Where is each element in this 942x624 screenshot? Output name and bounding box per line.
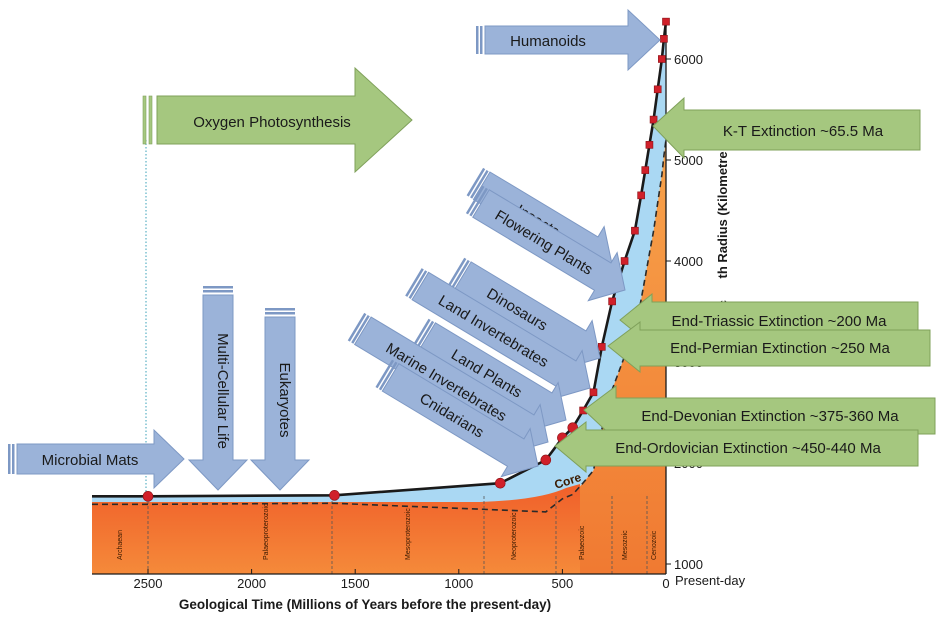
data-marker-square	[631, 226, 639, 235]
end-permian-arrow: End-Permian Extinction ~250 Ma	[607, 321, 931, 374]
x-tick-label: 1500	[341, 576, 370, 591]
data-marker-circle	[329, 490, 340, 501]
data-marker-circle	[540, 454, 552, 466]
humanoids-label: Humanoids	[510, 33, 586, 50]
axes	[92, 20, 667, 575]
end-ordovician-label: End-Ordovician Extinction ~450-440 Ma	[615, 440, 881, 457]
x-tick-label: 2500	[134, 576, 163, 591]
era-label: Neoproterozoic	[511, 512, 518, 560]
eukaryotes-arrow: Eukaryotes	[249, 308, 311, 491]
x-tick-label: 1000	[444, 576, 473, 591]
x-present-label: Present-day	[675, 573, 746, 588]
data-marker-square	[608, 297, 616, 306]
end-ordovician-arrow: End-Ordovician Extinction ~450-440 Ma	[554, 420, 919, 474]
data-marker-circle	[142, 491, 154, 502]
era-label: Mesoproterozoic	[405, 508, 412, 560]
end-devonian-label: End-Devonian Extinction ~375-360 Ma	[641, 408, 899, 425]
data-marker-square	[645, 141, 654, 149]
data-marker-square	[597, 343, 606, 351]
data-marker-square	[620, 257, 629, 265]
y-tick-label: 5000	[674, 153, 703, 168]
data-marker-square	[660, 34, 668, 43]
end-triassic-label: End-Triassic Extinction ~200 Ma	[672, 313, 888, 330]
humanoids-arrow: Humanoids	[476, 8, 661, 72]
x-tick-label: 500	[552, 576, 574, 591]
era-label: Cenozoic	[651, 530, 658, 560]
data-marker-square	[658, 55, 666, 63]
data-marker-square	[653, 85, 662, 94]
y-tick-label: 4000	[674, 254, 703, 269]
era-labels: Archaean Palaeoproterozoic Mesoproterozoic…	[117, 503, 658, 560]
kt-extinction-arrow: K-T Extinction ~65.5 Ma	[652, 96, 921, 160]
x-tick-label: 0	[662, 576, 669, 591]
multicellular-label: Multi-Cellular Life	[214, 333, 231, 449]
era-label: Mesozoic	[622, 530, 629, 560]
annotation-arrows: Humanoids Oxygen Photosynthesis K-T Exti…	[8, 8, 936, 491]
multicellular-arrow: Multi-Cellular Life	[187, 286, 249, 491]
era-label: Palaeozoic	[579, 525, 586, 560]
microbial-mats-label: Microbial Mats	[42, 452, 139, 469]
oxygen-label: Oxygen Photosynthesis	[193, 114, 351, 131]
end-devonian-arrow: End-Devonian Extinction ~375-360 Ma	[583, 385, 936, 442]
eukaryotes-label: Eukaryotes	[276, 362, 293, 437]
mantle-fill	[92, 484, 580, 574]
x-axis-title: Geological Time (Millions of Years befor…	[179, 597, 551, 612]
data-marker-square	[589, 388, 598, 397]
y-tick-label: 6000	[674, 52, 703, 67]
microbial-mats-arrow: Microbial Mats	[8, 428, 185, 490]
data-marker-square	[662, 17, 670, 26]
data-marker-circle	[494, 477, 506, 489]
y-axis-title: Anc th Radius (Kilometre	[715, 151, 730, 324]
data-marker-square	[641, 166, 650, 174]
era-label: Archaean	[117, 530, 124, 560]
y-tick-label: 1000	[674, 557, 703, 572]
x-tick-label: 2000	[237, 576, 266, 591]
data-marker-square	[637, 191, 645, 200]
kt-extinction-label: K-T Extinction ~65.5 Ma	[723, 123, 884, 140]
data-marker-square	[649, 115, 658, 124]
oxygen-arrow: Oxygen Photosynthesis	[142, 66, 413, 174]
x-ticks: 2500 2000 1500 1000 500 0	[134, 569, 670, 591]
end-permian-label: End-Permian Extinction ~250 Ma	[670, 340, 890, 357]
era-label: Palaeoproterozoic	[263, 503, 270, 560]
